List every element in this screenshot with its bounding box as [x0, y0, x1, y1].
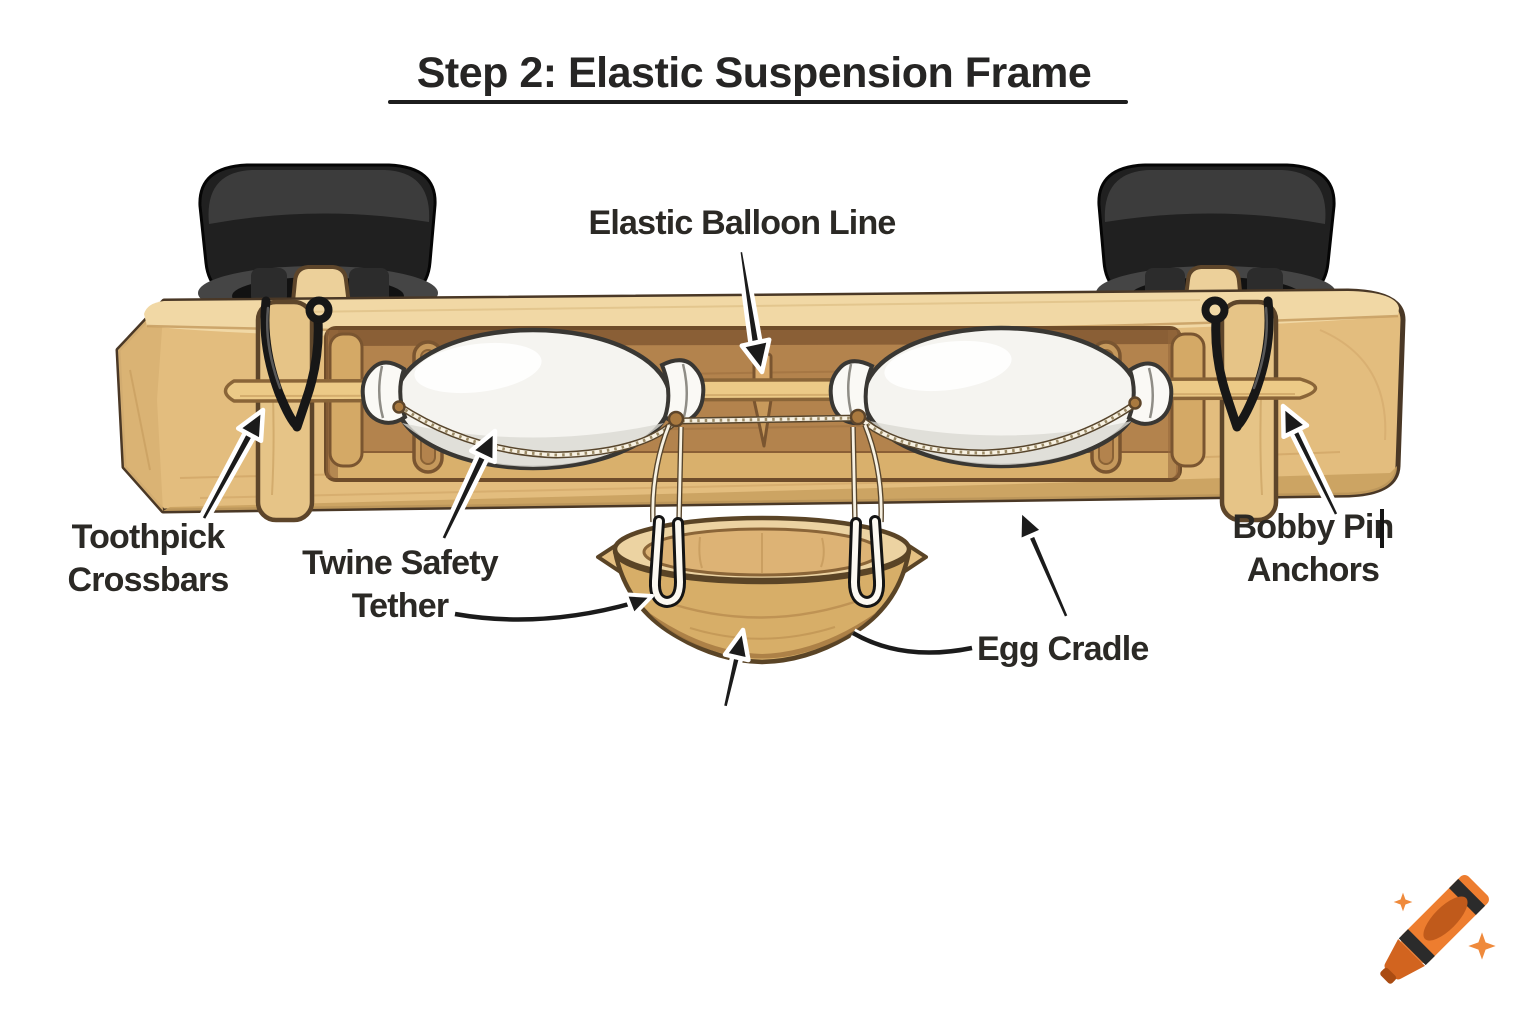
arrow-frame-bottom — [1017, 507, 1073, 622]
title-underline — [388, 100, 1128, 104]
text-cursor-artifact — [1380, 509, 1384, 548]
callout-line: Anchors — [1246, 551, 1380, 589]
twine-strands-left — [650, 423, 684, 524]
callout-line: Tether — [351, 587, 449, 625]
arrow-toothpick-crossbars — [197, 407, 266, 524]
arrow-tether-connector — [454, 592, 654, 625]
arrow-elastic-balloon-line — [735, 247, 772, 375]
callout-line: Bobby Pin — [1232, 508, 1395, 546]
callout-arrows — [197, 247, 1343, 712]
twine-loop-left — [648, 515, 687, 609]
arrow-twine-tether — [437, 428, 498, 544]
callout-twine-safety-tether: Twine Safety Tether — [302, 542, 499, 628]
crayon-logo-icon — [1380, 875, 1496, 984]
callout-bobby-pin-anchors: Bobby Pin Anchors — [1232, 506, 1395, 592]
callout-line: Crossbars — [67, 561, 230, 599]
egg-cradle-bowl — [596, 515, 928, 665]
callout-toothpick-crossbars: Toothpick Crossbars — [67, 516, 230, 602]
arrow-bobby-pin-anchors — [1280, 403, 1343, 520]
line-egg-cradle-connector — [850, 628, 973, 658]
callout-elastic-balloon-line: Elastic Balloon Line — [588, 204, 896, 242]
callout-line: Twine Safety — [302, 544, 499, 582]
page-title: Step 2: Elastic Suspension Frame — [416, 49, 1092, 97]
balloon-right — [828, 325, 1174, 469]
bobby-pin-left — [260, 296, 333, 432]
callout-egg-cradle: Egg Cradle — [977, 630, 1149, 668]
callout-line: Toothpick — [71, 518, 226, 556]
sparkle-icon — [1393, 892, 1496, 960]
arrow-egg-cradle-bottom — [719, 627, 751, 712]
elastic-twine-line — [392, 396, 1142, 459]
